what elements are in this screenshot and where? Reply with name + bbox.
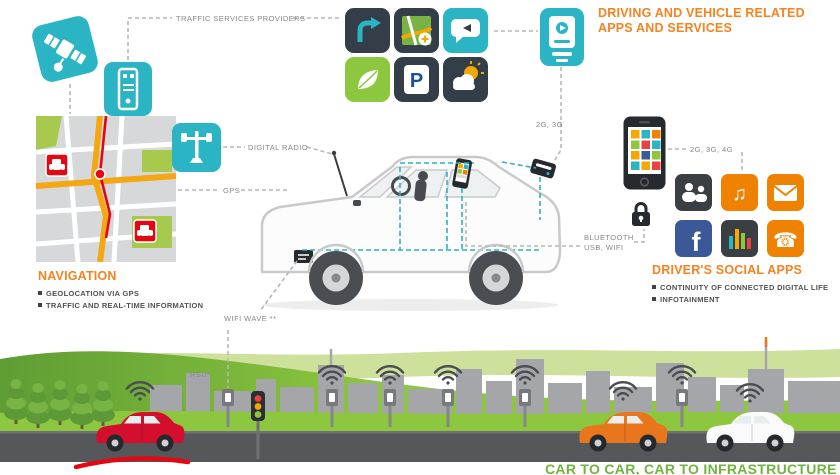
equalizer-app-icon (721, 220, 758, 257)
social-bullet: INFOTAINMENT (652, 295, 828, 304)
map-position-dot (94, 168, 106, 180)
traffic-light-icon (172, 123, 221, 172)
car-mirror (353, 200, 361, 206)
phone-network-label: 2G, 3G, 4G (690, 145, 733, 154)
navigation-bullets: GEOLOCATION VIA GPS TRAFFIC AND REAL-TIM… (38, 289, 203, 313)
phone-handset-glyph: ☎ (773, 230, 798, 252)
in-car-smartphone (452, 158, 473, 189)
contacts-app-icon (675, 174, 712, 211)
bullet-square-icon (652, 285, 656, 289)
rsu-label: RSU* (190, 370, 211, 379)
traffic-server-icon (104, 62, 152, 116)
social-bullet: CONTINUITY OF CONNECTED DIGITAL LIFE (652, 283, 828, 292)
bullet-square-icon (652, 297, 656, 301)
parking-app-icon: P (394, 57, 439, 102)
bullet-text: TRAFFIC AND REAL-TIME INFORMATION (46, 301, 204, 310)
bullet-text: CONTINUITY OF CONNECTED DIGITAL LIFE (660, 283, 829, 292)
bluetooth-label-line2: USB, WIFI (584, 243, 624, 252)
navigation-app-icon (345, 8, 390, 53)
traffic-light-pole (251, 391, 265, 459)
phone-call-app-icon: ☎ (767, 220, 804, 257)
map-main-roads (36, 116, 176, 262)
steering-wheel (391, 176, 411, 196)
navigation-bullet: GEOLOCATION VIA GPS (38, 289, 203, 298)
map-app-icon (394, 8, 439, 53)
weather-app-icon (443, 57, 488, 102)
map-traffic-alert-icon (45, 153, 69, 177)
social-apps-heading: DRIVER'S SOCIAL APPS (652, 263, 803, 277)
security-lock-icon (630, 200, 652, 228)
bullet-text: GEOLOCATION VIA GPS (46, 289, 140, 298)
phone-app-grid (631, 130, 661, 170)
map-traffic-alert-icon (133, 219, 157, 243)
apps-services-heading: DRIVING AND VEHICLE RELATED APPS AND SER… (598, 6, 805, 36)
antenna-icon (333, 153, 348, 197)
landscape-scene (0, 337, 840, 470)
facebook-app-icon: f (675, 220, 712, 257)
car-to-car-heading: CAR TO CAR, CAR TO INFRASTRUCTURE (545, 461, 837, 475)
music-note-glyph: ♫ (732, 183, 747, 205)
digital-radio-label: DIGITAL RADIO (248, 143, 309, 152)
driver-headrest (418, 171, 428, 181)
bullet-square-icon (38, 291, 42, 295)
roof-telematics-unit (530, 158, 557, 179)
driver-smartphone (623, 116, 666, 190)
music-app-icon: ♫ (721, 174, 758, 211)
wifi-wave-label: WIFI WAVE ** (224, 314, 277, 323)
bullet-square-icon (38, 303, 42, 307)
gps-label: GPS (223, 186, 241, 195)
bullet-text: INFOTAINMENT (660, 295, 720, 304)
driver-seat (414, 179, 427, 202)
navigation-bullet: TRAFFIC AND REAL-TIME INFORMATION (38, 301, 203, 310)
apps-heading-line1: DRIVING AND VEHICLE RELATED (598, 6, 805, 20)
onboard-unit (294, 250, 313, 263)
map-park (36, 116, 62, 150)
apps-heading-line2: APPS AND SERVICES (598, 21, 732, 35)
city-map (36, 116, 176, 262)
car-network-label: 2G, 3G (536, 120, 563, 129)
messaging-app-icon (443, 8, 488, 53)
eco-app-icon (345, 57, 390, 102)
connected-car (260, 150, 562, 311)
antenna-tip (331, 150, 337, 156)
mail-app-icon (767, 174, 804, 211)
red-swoosh (73, 456, 191, 470)
traffic-services-label: TRAFFIC SERVICES PROVIDERS (176, 14, 306, 23)
road-curb (0, 431, 840, 434)
in-car-network-lines (302, 161, 541, 251)
bluetooth-label-line1: BLUETOOTH (584, 233, 634, 242)
social-bullets: CONTINUITY OF CONNECTED DIGITAL LIFE INF… (652, 283, 828, 307)
parking-letter: P (410, 70, 423, 92)
map-park (142, 150, 172, 172)
facebook-letter: f (692, 227, 702, 257)
car-windshield (357, 166, 413, 198)
service-kiosk-icon (540, 8, 584, 66)
navigation-heading: NAVIGATION (38, 269, 117, 283)
map-route-line (98, 116, 112, 239)
satellite-icon (29, 13, 101, 85)
